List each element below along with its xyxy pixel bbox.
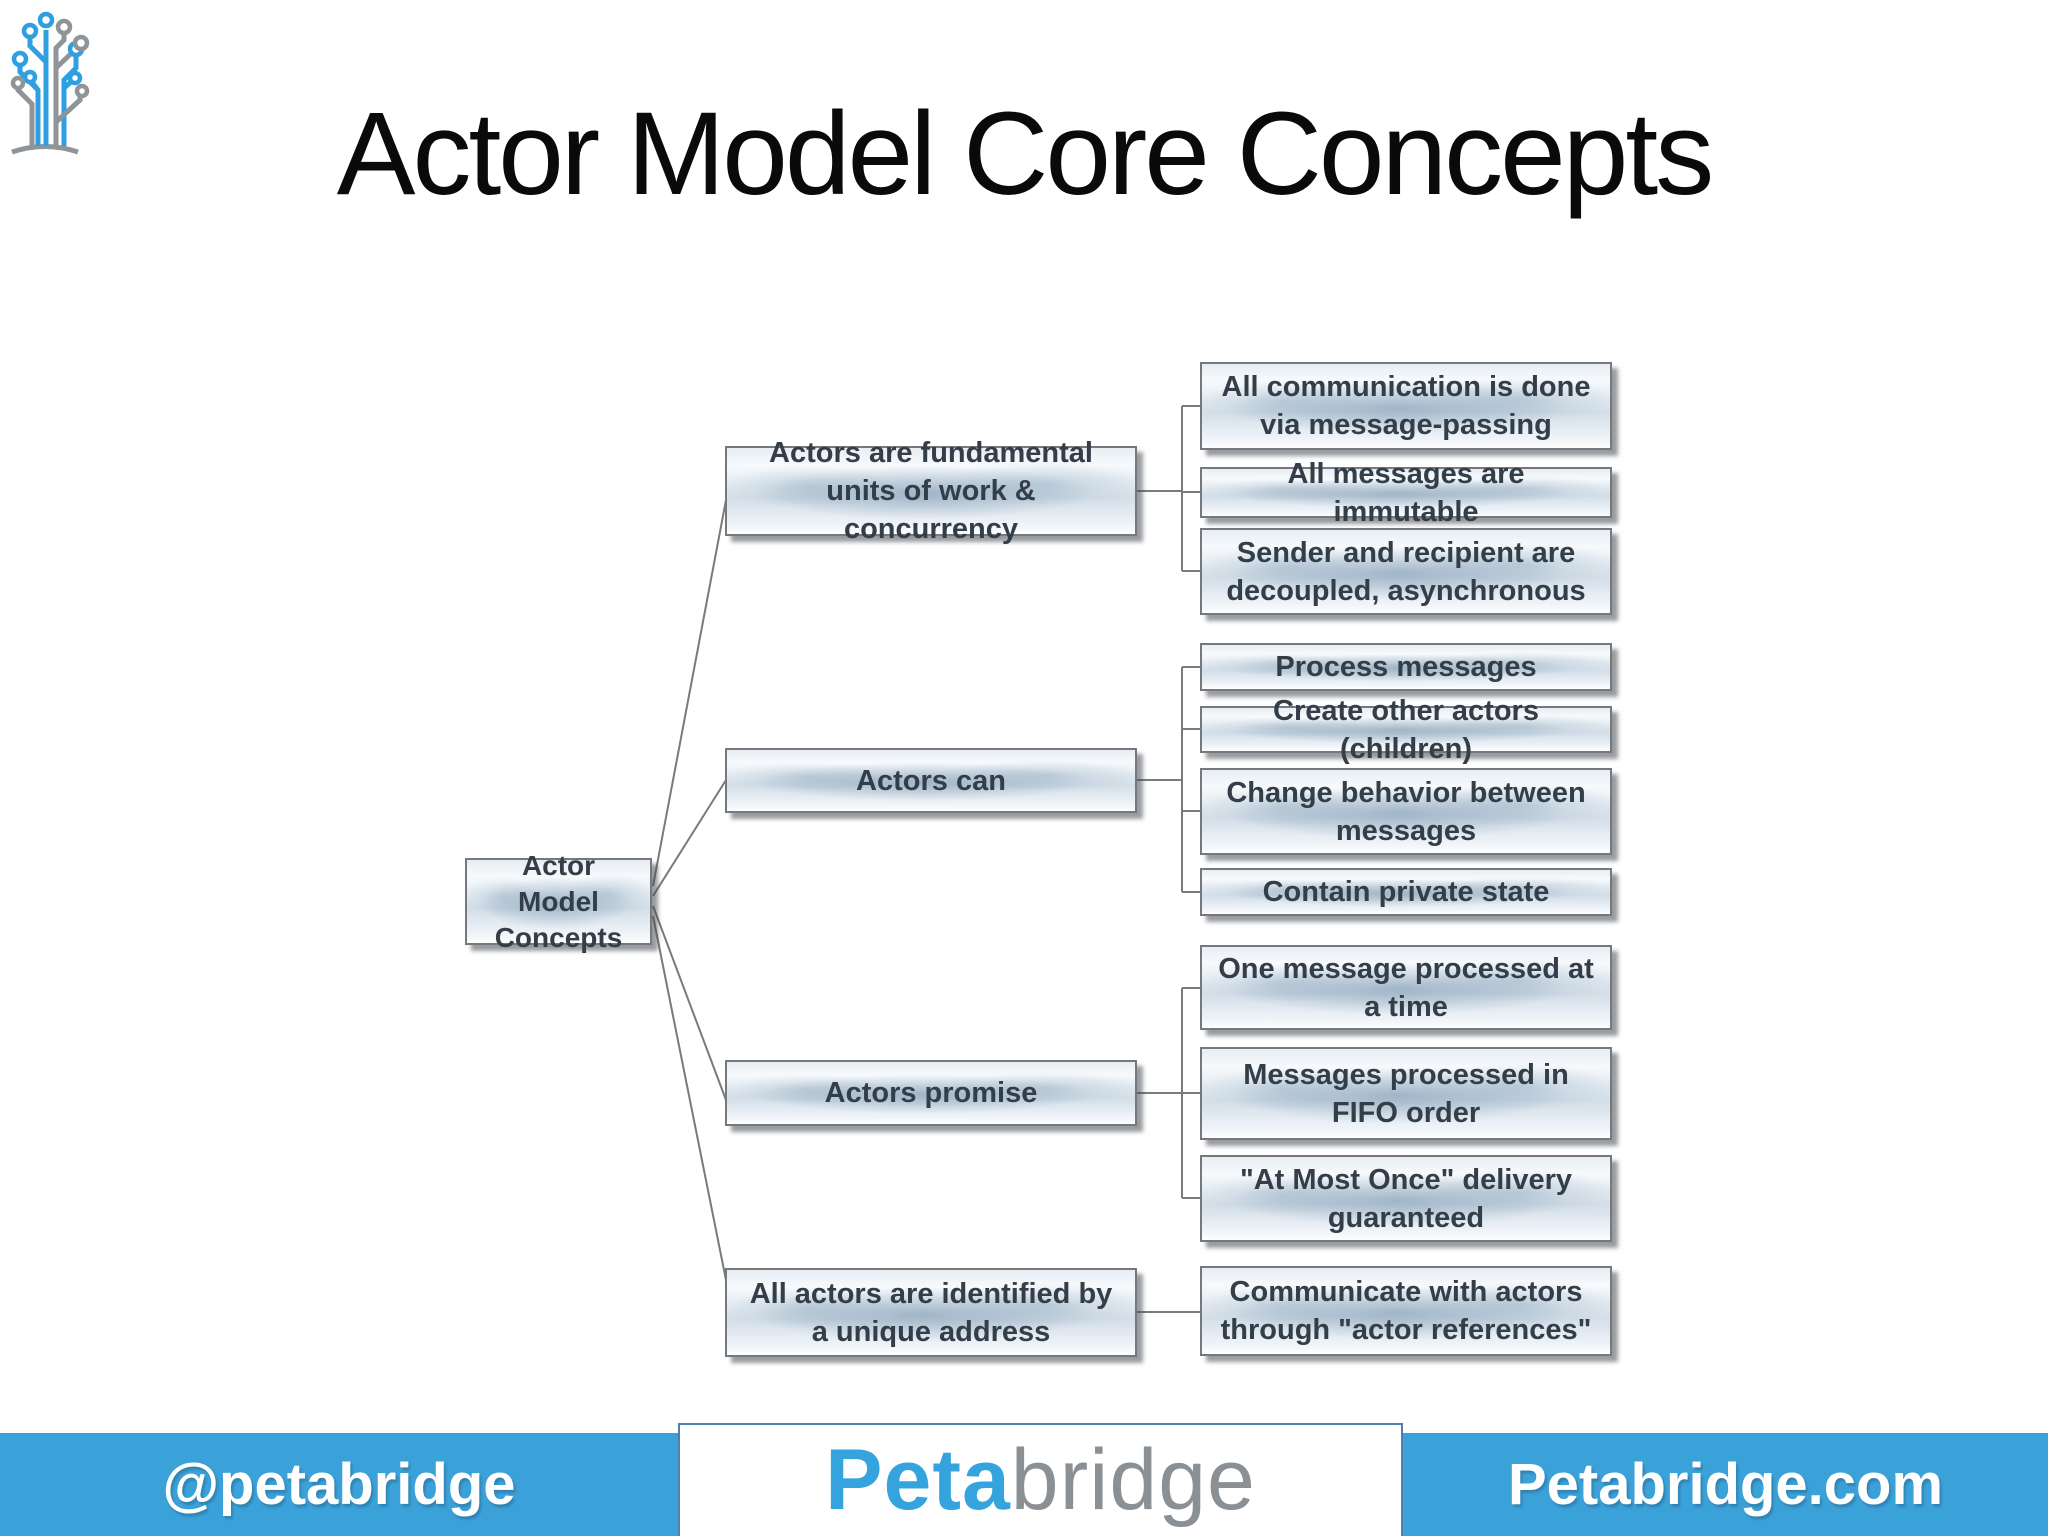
node-leaf-change-behavior: Change behavior between messages <box>1200 768 1612 855</box>
node-leaf-at-most-once: "At Most Once" delivery guaranteed <box>1200 1155 1612 1242</box>
node-leaf-fifo-order: Messages processed in FIFO order <box>1200 1047 1612 1140</box>
node-root: Actor Model Concepts <box>465 850 652 953</box>
footer-logo-peta: Peta <box>825 1432 1011 1528</box>
footer-website: Petabridge.com <box>1507 1452 1944 1517</box>
node-leaf-decoupled: Sender and recipient are decoupled, asyn… <box>1200 528 1612 615</box>
slide-title: Actor Model Core Concepts <box>336 88 1714 220</box>
node-leaf-process-messages: Process messages <box>1200 643 1612 691</box>
node-leaf-private-state: Contain private state <box>1200 868 1612 916</box>
node-branch-fundamental-units: Actors are fundamental units of work & c… <box>725 437 1137 545</box>
node-branch-unique-address: All actors are identified by a unique ad… <box>725 1268 1137 1357</box>
node-leaf-immutable: All messages are immutable <box>1200 458 1612 528</box>
node-leaf-actor-references: Communicate with actors through "actor r… <box>1200 1266 1612 1356</box>
footer-logo-bridge: bridge <box>1010 1432 1256 1528</box>
node-branch-actors-promise: Actors promise <box>725 1060 1137 1126</box>
node-leaf-message-passing: All communication is done via message-pa… <box>1200 362 1612 450</box>
node-leaf-one-message: One message processed at a time <box>1200 945 1612 1030</box>
petabridge-circuit-tree-logo <box>10 11 90 155</box>
node-leaf-create-actors: Create other actors (children) <box>1200 695 1612 765</box>
node-branch-actors-can: Actors can <box>725 748 1137 813</box>
footer-twitter-handle: @petabridge <box>162 1452 516 1517</box>
